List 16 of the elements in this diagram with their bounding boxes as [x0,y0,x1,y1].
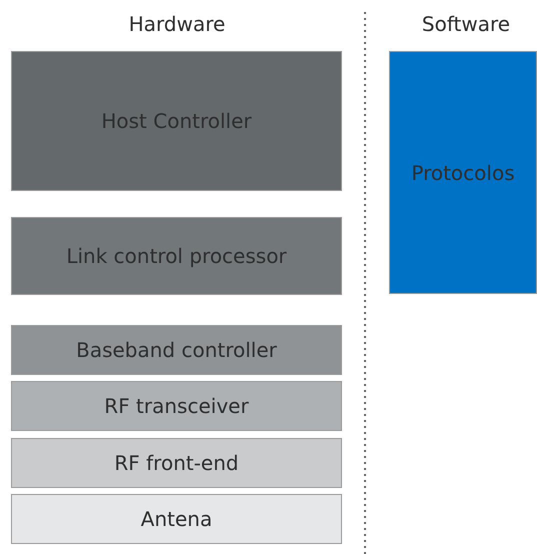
layer-label: Protocolos [411,160,515,184]
layer-box [11,438,342,488]
layer-label: Antena [140,507,212,531]
layer-label: Host Controller [101,109,252,133]
layer-box [11,494,342,544]
column-heading: Hardware [128,12,226,36]
layer-box [11,325,342,375]
layer-label: RF front-end [114,451,239,475]
column-heading: Software [420,12,512,36]
layer-box [11,51,342,191]
layer-box [389,51,537,294]
layer-box [11,217,342,295]
layer-label: Link control processor [66,244,287,268]
layer-label: RF transceiver [104,394,249,418]
layer-label: Baseband controller [76,338,277,362]
layer-box [11,381,342,431]
